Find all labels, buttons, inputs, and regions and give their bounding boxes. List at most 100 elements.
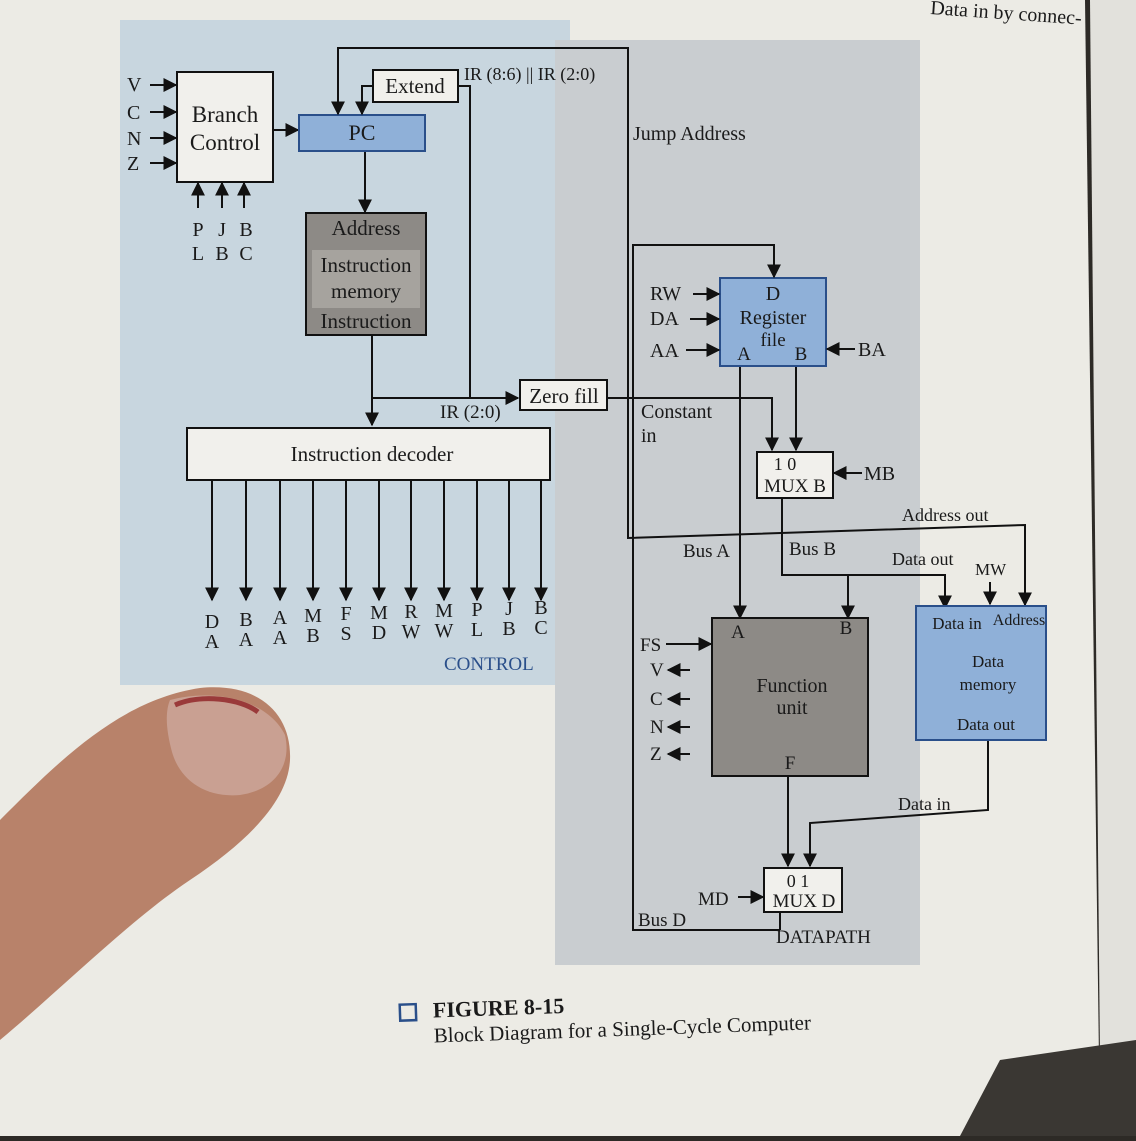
address-out-label: Address out xyxy=(902,505,989,525)
thumb-photo-element xyxy=(0,687,291,1040)
jb-top: J xyxy=(218,219,226,241)
constant-label-2: in xyxy=(641,425,657,447)
data-in-wire xyxy=(803,741,989,868)
pc-register: PC xyxy=(298,114,426,152)
fu-flag-z: Z xyxy=(650,744,662,765)
sig-pl-bottom: L xyxy=(471,619,483,641)
control-signal-labels: D A B A A A M B F S M D R W M W P L J B … xyxy=(205,597,548,653)
dmem-address-port: Address xyxy=(993,612,1045,629)
bus-a-label: Bus A xyxy=(683,541,730,562)
zero-fill-label: Zero fill xyxy=(529,384,599,408)
fu-flag-n: N xyxy=(650,717,664,738)
mb-label: MB xyxy=(864,463,895,485)
sig-ba-top: B xyxy=(239,609,252,631)
sig-da-top: D xyxy=(205,611,219,633)
fs-label: FS xyxy=(640,635,661,656)
branch-control-label-1: Branch xyxy=(192,102,259,127)
sig-fs-bottom: S xyxy=(340,623,351,645)
branch-inputs: P L J B B C xyxy=(191,181,253,265)
register-file-block: D Register file A B xyxy=(719,277,827,367)
address-out-wire xyxy=(627,515,1032,607)
ba-label: BA xyxy=(858,339,886,361)
facing-page xyxy=(1090,0,1136,1060)
sig-md-bottom: D xyxy=(372,622,386,644)
ir-concat-label: IR (8:6) || IR (2:0) xyxy=(464,64,595,85)
fu-port-b: B xyxy=(840,618,853,639)
sig-bc-bottom: C xyxy=(534,617,547,639)
muxd-select-label: 0 1 xyxy=(787,871,810,891)
bus-d-wire xyxy=(632,244,781,931)
flag-inputs: V C N Z xyxy=(127,74,178,175)
regfile-sub: file xyxy=(760,330,785,351)
extend-to-pc-wire xyxy=(355,85,372,116)
imem-address-label: Address xyxy=(332,216,401,240)
muxb-select-label: 1 0 xyxy=(774,454,797,474)
branch-control-block: Branch Control xyxy=(176,71,274,183)
sig-jb-bottom: B xyxy=(502,618,515,640)
muxb-label: MUX B xyxy=(764,476,826,497)
caption-figure-number: FIGURE 8-15 xyxy=(432,993,564,1023)
regfile-a-port: A xyxy=(737,344,751,365)
fu-flag-c: C xyxy=(650,689,663,710)
sig-aa-top: A xyxy=(273,607,288,629)
data-out-label: Data out xyxy=(892,549,953,569)
sig-jb-top: J xyxy=(505,598,513,620)
constant-in-wire xyxy=(608,397,779,452)
sig-pl-top: P xyxy=(471,599,482,621)
pl-top: P xyxy=(192,219,203,241)
da-label: DA xyxy=(650,308,679,330)
fu-title-2: unit xyxy=(776,697,808,719)
bus-d-label: Bus D xyxy=(638,910,686,931)
zero-fill-block: Zero fill xyxy=(519,379,608,411)
imem-title-2: memory xyxy=(331,279,401,303)
muxd-label: MUX D xyxy=(773,891,836,912)
rw-label: RW xyxy=(650,283,681,305)
constant-label-1: Constant xyxy=(641,401,713,423)
sig-ba-bottom: A xyxy=(239,629,254,651)
dmem-title-1: Data xyxy=(972,652,1005,671)
fu-flag-v: V xyxy=(650,660,664,681)
mw-label: MW xyxy=(975,560,1007,579)
sig-fs-top: F xyxy=(340,603,351,625)
aa-label: AA xyxy=(650,340,679,362)
data-out-wire xyxy=(848,574,952,610)
instruction-decoder-block: Instruction decoder xyxy=(186,427,551,481)
caption-square-icon xyxy=(398,1002,418,1022)
dmem-data-out-port: Data out xyxy=(957,715,1015,734)
extend-block: Extend xyxy=(372,69,459,103)
branch-control-label-2: Control xyxy=(190,130,260,155)
flag-v-label: V xyxy=(127,74,142,96)
imem-title-1: Instruction xyxy=(321,253,412,277)
sig-aa-bottom: A xyxy=(273,627,288,649)
md-label: MD xyxy=(698,889,729,910)
sig-rw-bottom: W xyxy=(402,621,421,643)
datapath-section-label: DATAPATH xyxy=(776,927,871,948)
datapath-shade xyxy=(555,40,920,965)
control-section-label: CONTROL xyxy=(444,654,534,675)
data-in-wire-label: Data in xyxy=(898,794,950,814)
regfile-title: Register xyxy=(740,307,807,329)
flag-c-label: C xyxy=(127,102,140,124)
bc-top: B xyxy=(239,219,252,241)
dmem-data-in-port: Data in xyxy=(932,614,982,633)
jump-address-label: Jump Address xyxy=(633,123,746,145)
pl-bottom: L xyxy=(192,243,204,265)
jump-address-wire xyxy=(331,47,629,515)
flag-z-label: Z xyxy=(127,153,139,175)
mux-d-block: 0 1 MUX D xyxy=(763,867,843,913)
sig-da-bottom: A xyxy=(205,631,220,653)
data-memory-block: Data in Address Data memory Data out xyxy=(915,605,1047,741)
pc-label: PC xyxy=(349,120,376,145)
bc-bottom: C xyxy=(239,243,252,265)
dmem-title-2: memory xyxy=(960,675,1017,694)
sig-mw-top: M xyxy=(435,600,453,622)
extend-label: Extend xyxy=(385,74,445,98)
decoder-label: Instruction decoder xyxy=(291,442,454,466)
control-signal-arrows xyxy=(205,481,548,602)
regfile-b-port: B xyxy=(795,344,808,365)
sig-mw-bottom: W xyxy=(435,620,454,642)
sig-mb-top: M xyxy=(304,605,322,627)
regfile-inputs: RW DA AA BA xyxy=(650,283,886,362)
